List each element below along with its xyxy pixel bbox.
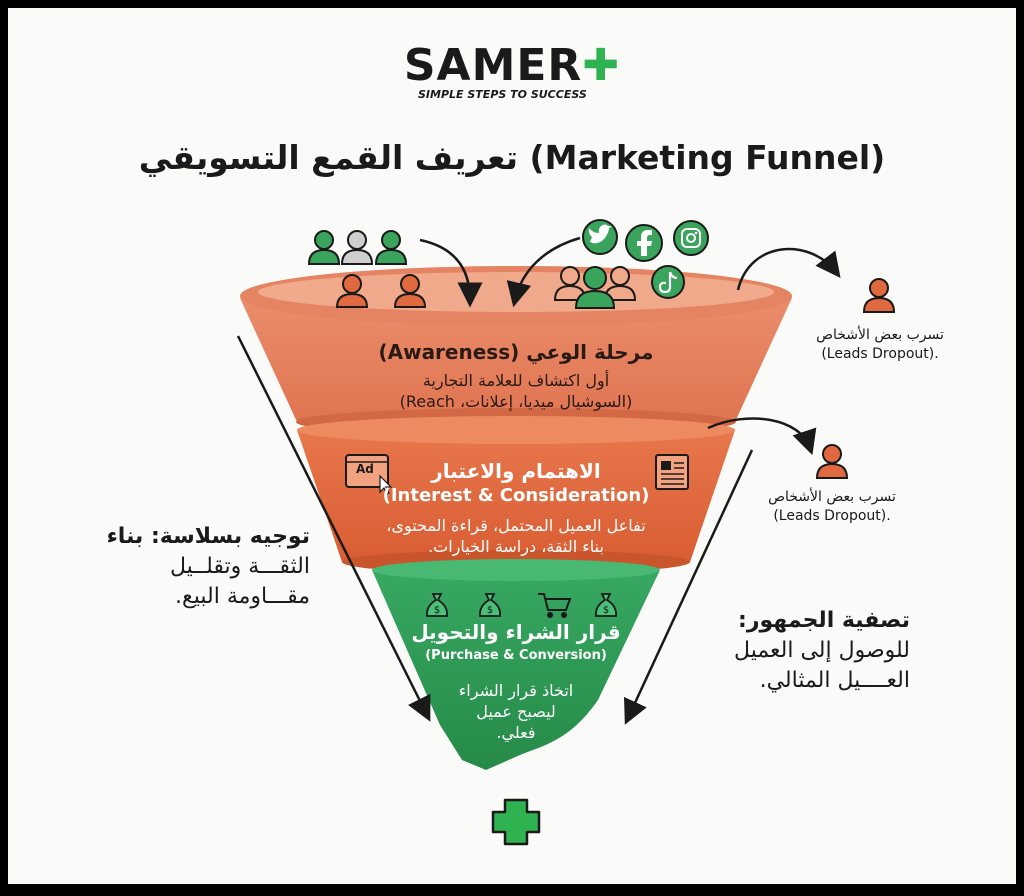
brand-tagline: SIMPLE STEPS TO SUCCESS [418, 88, 587, 101]
svg-text:$: $ [434, 605, 440, 616]
stage-interest-subtitle: (Interest & Consideration) [382, 485, 650, 506]
stage-purchase-title: قرار الشراء والتحويل [411, 620, 621, 644]
arrow-dropout-2 [707, 417, 817, 456]
arrow-dropout-1 [736, 247, 841, 291]
stage-purchase-subtitle: (Purchase & Conversion) [425, 648, 607, 663]
dropout-note-1: تسرب بعض الأشخاص (Leads Dropout). [816, 327, 944, 362]
shopping-cart-icon [538, 593, 572, 618]
person-icon [340, 230, 374, 265]
plus-icon [491, 798, 541, 846]
stage-interest-body: تفاعل العميل المحتمل، قراءة المحتوى، بنا… [386, 516, 646, 556]
stage-purchase-body: اتخاذ قرار الشراء ليصبح عميل فعلي. [458, 681, 574, 742]
page-title: تعريف القمع التسويقي (Marketing Funnel) [138, 138, 886, 177]
stage-awareness-body: أول اكتشاف للعلامة التجارية (السوشيال مي… [399, 371, 633, 411]
svg-text:$: $ [603, 605, 609, 616]
money-bag-icon: $ [595, 593, 617, 617]
svg-text:$: $ [487, 605, 493, 616]
person-group-icon [553, 266, 637, 309]
twitter-icon [582, 219, 618, 255]
dropout-note-2: تسرب بعض الأشخاص (Leads Dropout). [768, 489, 896, 524]
right-note: تصفية الجمهور: للوصول إلى العميل العــــ… [734, 608, 910, 693]
tiktok-icon [651, 265, 685, 299]
brand-name: SAMER✚ [403, 40, 621, 91]
person-icon [335, 274, 369, 308]
person-icon [393, 274, 427, 308]
arrow-social-in [506, 236, 581, 308]
money-bag-icon: $ [426, 593, 448, 617]
ad-click-icon [345, 454, 393, 495]
instagram-icon [673, 220, 709, 256]
left-long-arrow [236, 335, 431, 722]
newspaper-icon [655, 454, 689, 490]
money-bag-icon: $ [479, 593, 501, 617]
stage-interest-title: الاهتمام والاعتبار [431, 459, 601, 483]
person-icon [374, 230, 408, 265]
stage-purchase-shape [372, 559, 660, 770]
right-long-arrow [624, 449, 754, 725]
ad-label: Ad [356, 462, 374, 476]
person-icon [862, 278, 896, 313]
person-icon [815, 444, 849, 479]
arrow-people-in [419, 238, 483, 308]
facebook-icon [625, 224, 663, 262]
stage-awareness-title: مرحلة الوعي (Awareness) [378, 340, 654, 364]
left-note: توجيه بسلاسة: بناء الثقـــة وتقلــيل مقـ… [106, 524, 310, 609]
person-icon [307, 230, 341, 265]
